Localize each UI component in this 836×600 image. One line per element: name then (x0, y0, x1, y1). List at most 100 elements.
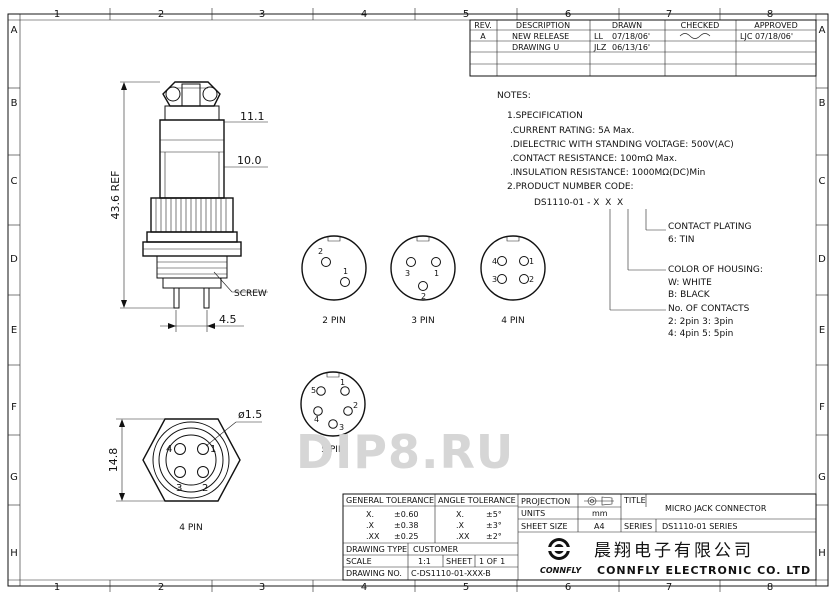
pin-number: 2 (421, 292, 426, 301)
title-label: TITLE (623, 496, 646, 505)
column-labels-top: 1 2 3 4 5 6 7 8 (54, 9, 773, 20)
tol-key: .X (456, 521, 465, 530)
pin-number: 3 (492, 275, 497, 284)
checked-signature (679, 33, 711, 39)
drawing-no-label: DRAWING NO. (346, 569, 402, 578)
pin-number: 4 (314, 415, 319, 424)
col-label: 1 (54, 582, 60, 593)
tol-val: ±0.38 (394, 521, 419, 530)
drawing-type-label: DRAWING TYPE (346, 545, 407, 554)
scale-label: SCALE (346, 557, 372, 566)
front-view: 4 1 3 2 ø1.5 14.8 4 PIN (107, 408, 262, 533)
pn-heading: 2.PRODUCT NUMBER CODE: (507, 182, 634, 192)
pin-view-4: 4 1 3 2 4 PIN (480, 235, 546, 326)
sheet-label: SHEET (446, 557, 472, 566)
connector-side-view (142, 81, 242, 309)
sheet-value: 1 OF 1 (479, 557, 505, 566)
row-label: B (819, 98, 826, 109)
col-label: 5 (463, 582, 469, 593)
pin-number: 1 (343, 267, 348, 276)
col-label: 4 (361, 9, 367, 20)
pin-number: 4 (166, 444, 172, 455)
pin-number: 2 (202, 483, 208, 494)
pin-number: 1 (340, 378, 345, 387)
dim-hole-label: ø1.5 (238, 408, 262, 421)
projection-label: PROJECTION (521, 497, 570, 506)
pin-number: 1 (529, 257, 534, 266)
row-label: C (819, 176, 826, 187)
drawing-no-value: C-DS1110-01-XXX-B (411, 569, 491, 578)
company-name-cn: 晨翔电子有限公司 (594, 541, 754, 561)
spec-line: .DIELECTRIC WITH STANDING VOLTAGE: 500V(… (510, 140, 734, 150)
row-labels-right: A B C D E F G H (818, 25, 826, 559)
dim-front-height: 14.8 (107, 448, 120, 473)
rev-cell: LL (594, 32, 603, 41)
row-label: B (11, 98, 18, 109)
col-label: 3 (259, 9, 265, 20)
front-view-label: 4 PIN (179, 523, 202, 533)
pin-number: 3 (339, 423, 344, 432)
col-label: 8 (767, 582, 773, 593)
scale-value: 1:1 (418, 557, 431, 566)
col-label: 5 (463, 9, 469, 20)
pin-number: 3 (405, 269, 410, 278)
col-label: 2 (158, 9, 164, 20)
spec-line: .CURRENT RATING: 5A Max. (510, 126, 634, 136)
title-value: MICRO JACK CONNECTOR (665, 504, 767, 513)
title-block: GENERAL TOLERANCE ANGLE TOLERANCE X. ±0.… (342, 493, 817, 581)
pin-number: 4 (492, 257, 497, 266)
tol-val: ±0.60 (394, 510, 419, 519)
col-label: 7 (666, 9, 672, 20)
col-label: 4 (361, 582, 367, 593)
rev-cell: A (480, 32, 486, 41)
callout-plating-line: 6: TIN (668, 235, 695, 245)
row-label: F (819, 402, 825, 413)
revision-table: REV. DESCRIPTION DRAWN CHECKED APPROVED … (469, 19, 817, 77)
side-view-dimensions: 43.6 REF 11.1 10.0 SCREW 4.5 (109, 81, 268, 332)
callout-color-line: B: BLACK (668, 290, 711, 300)
pin-view-label: 2 PIN (322, 316, 345, 326)
rev-cell: 06/13/16' (612, 43, 650, 52)
rev-header-rev: REV. (474, 21, 492, 30)
row-label: G (10, 472, 18, 483)
rev-cell: 07/18/06' (612, 32, 650, 41)
screw-label: SCREW (234, 289, 267, 299)
pin-number: 1 (434, 269, 439, 278)
pin-number: 2 (529, 275, 534, 284)
row-label: A (819, 25, 826, 36)
row-label: A (11, 25, 18, 36)
col-label: 6 (565, 582, 571, 593)
dim-body-label: 10.0 (237, 154, 262, 167)
tol-key: X. (456, 510, 464, 519)
column-labels-bottom: 1 2 3 4 5 6 7 8 (54, 582, 773, 593)
pin-view-label: 4 PIN (501, 316, 524, 326)
row-label: H (818, 548, 826, 559)
pin-number: 5 (311, 386, 316, 395)
rev-cell: NEW RELEASE (512, 32, 569, 41)
tol-val: ±2° (486, 532, 502, 541)
rev-header-drawn: DRAWN (612, 21, 642, 30)
tol-val: ±0.25 (394, 532, 419, 541)
row-labels-left: A B C D E F G H (10, 25, 18, 559)
watermark: DIP8.RU (296, 425, 514, 479)
row-label: G (818, 472, 826, 483)
pn-code: DS1110-01 - X X X (534, 198, 623, 208)
pin-view-2: 2 1 2 PIN (301, 235, 367, 326)
rev-header-desc: DESCRIPTION (516, 21, 570, 30)
angle-tolerance-title: ANGLE TOLERANCE (438, 496, 516, 505)
rev-header-checked: CHECKED (681, 21, 720, 30)
row-label: H (10, 548, 18, 559)
callout-contacts-line: 2: 2pin 3: 3pin (668, 317, 733, 327)
tol-val: ±5° (486, 510, 502, 519)
dim-pins-label: 4.5 (219, 313, 237, 326)
notes-title: NOTES: (497, 91, 531, 101)
units-label: UNITS (521, 509, 545, 518)
callout-color-line: W: WHITE (668, 278, 712, 288)
sheet-size-value: A4 (594, 522, 605, 531)
pin-view-label: 3 PIN (411, 316, 434, 326)
callout-contacts-title: No. OF CONTACTS (668, 304, 750, 314)
pin-number: 2 (353, 401, 358, 410)
drawing-type-value: CUSTOMER (413, 545, 459, 554)
